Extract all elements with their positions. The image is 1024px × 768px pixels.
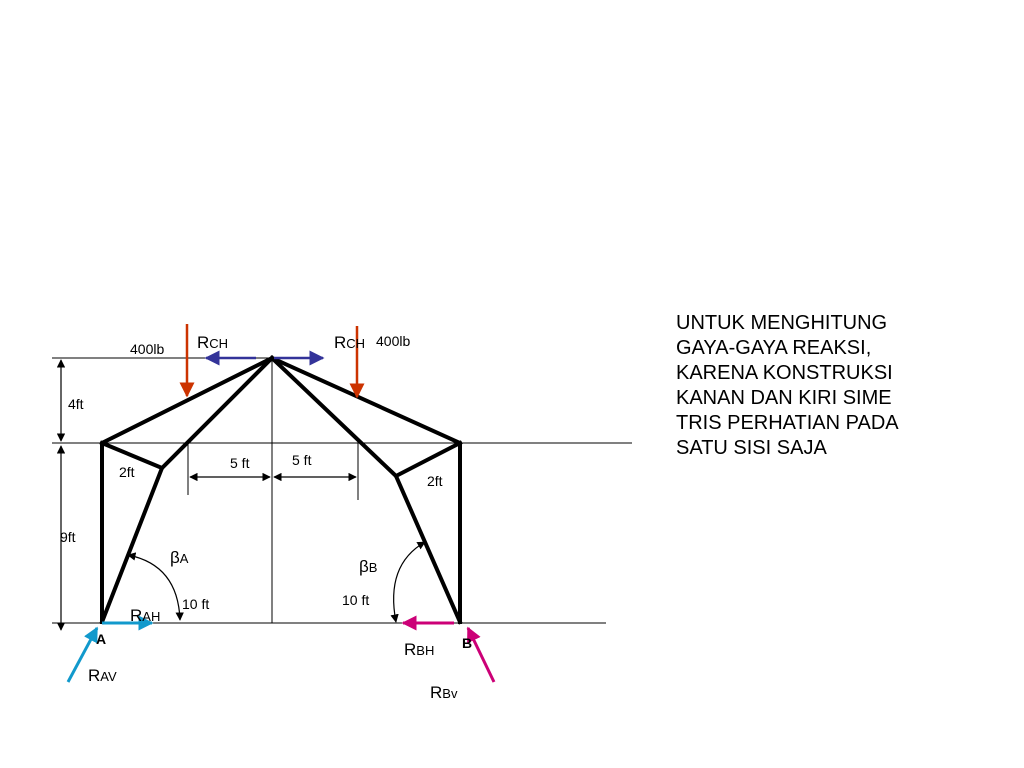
label-beta-a: βA (170, 548, 189, 567)
label-top-height: 4ft (68, 396, 84, 412)
label-beta-b: βB (359, 557, 377, 576)
label-left-load: 400lb (130, 341, 164, 357)
reference-lines (52, 357, 632, 624)
note-line: TRIS PERHATIAN PADA (676, 412, 899, 434)
label-right-load: 400lb (376, 333, 410, 349)
label-rbv: RBv (430, 683, 458, 702)
support-a-reactions (66, 615, 154, 683)
label-left-base: 10 ft (182, 596, 209, 612)
frame-structure (99, 355, 463, 625)
dimension-arrows (56, 359, 426, 631)
note-line: UNTUK MENGHITUNG (676, 312, 888, 334)
rav-arrow (66, 626, 99, 683)
label-rav: RAV (88, 666, 117, 685)
label-right-offset: 2ft (427, 473, 443, 489)
label-left-span: 5 ft (230, 455, 250, 471)
left-rafter-inner (159, 355, 275, 471)
note-line: SATU SISI SAJA (676, 437, 827, 459)
label-rch-left: RCH (197, 333, 228, 352)
beta-a-arc (127, 552, 184, 621)
right-outer-member (269, 355, 462, 624)
label-support-a: A (96, 631, 106, 647)
label-rch-right: RCH (334, 333, 365, 352)
rbv-arrow (466, 626, 496, 683)
left-outer-member (100, 355, 275, 624)
beta-b-arc (390, 541, 426, 623)
label-right-span: 5 ft (292, 452, 312, 468)
right-rafter-inner (269, 355, 399, 479)
label-rah: RAH (130, 606, 160, 625)
label-left-offset: 2ft (119, 464, 135, 480)
explanation-note: UNTUK MENGHITUNG GAYA-GAYA REAKSI, KAREN… (676, 311, 976, 461)
note-line: KANAN DAN KIRI SIME (676, 387, 892, 409)
right-inner-member (393, 440, 463, 625)
note-line: KARENA KONSTRUKSI (676, 362, 893, 384)
label-right-base: 10 ft (342, 592, 369, 608)
note-line: GAYA-GAYA REAKSI, (676, 337, 872, 359)
loads (179, 324, 365, 399)
label-bottom-height: 9ft (60, 529, 76, 545)
label-support-b: B (462, 635, 472, 651)
support-b-reactions (401, 615, 496, 683)
label-rbh: RBH (404, 640, 434, 659)
